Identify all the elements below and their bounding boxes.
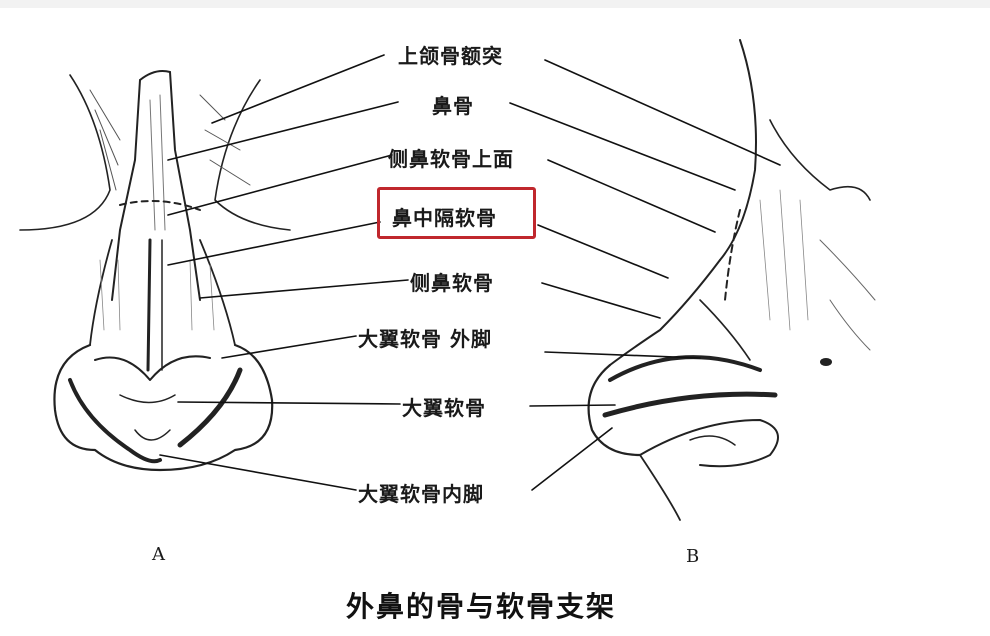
label-nasal-bone: 鼻骨 xyxy=(432,94,474,118)
label-alar-cartilage: 大翼软骨 xyxy=(402,396,486,420)
label-lateral-cartilage-upper: 侧鼻软骨上面 xyxy=(388,147,514,171)
label-alar-cartilage-medial-crus: 大翼软骨内脚 xyxy=(358,482,484,506)
label-maxilla-frontal-process: 上颌骨额突 xyxy=(398,44,503,68)
panel-label-a: A xyxy=(152,544,165,565)
label-alar-cartilage-lateral-crus: 大翼软骨 外脚 xyxy=(358,327,492,351)
lateral-nose-drawing xyxy=(587,39,876,521)
label-lateral-cartilage: 侧鼻软骨 xyxy=(410,271,494,295)
panel-label-b: B xyxy=(686,546,700,567)
label-septal-cartilage: 鼻中隔软骨 xyxy=(392,206,497,230)
frontal-nose-drawing xyxy=(19,70,291,472)
figure-caption: 外鼻的骨与软骨支架 xyxy=(346,590,617,623)
leader-lines xyxy=(159,54,781,491)
highlight-box xyxy=(377,187,536,239)
